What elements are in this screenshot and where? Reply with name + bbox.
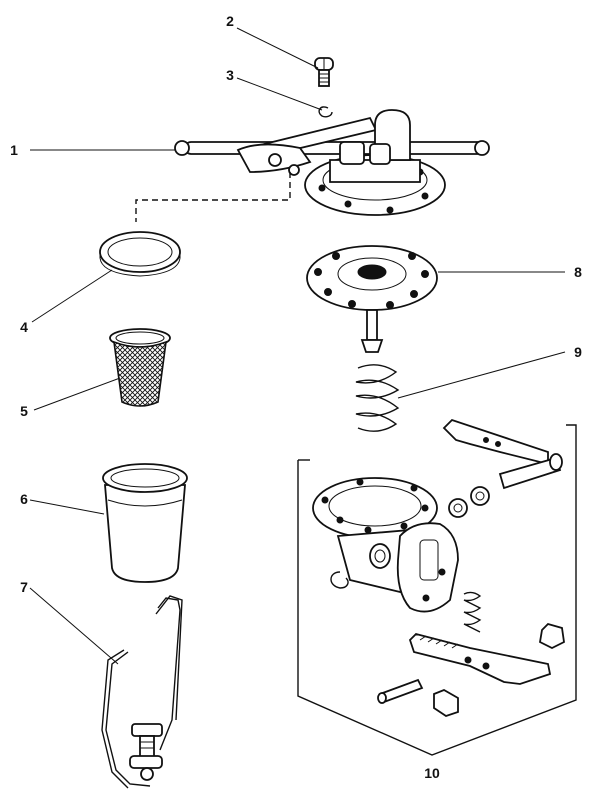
leader-2: [236, 27, 319, 69]
leader-7: [29, 587, 119, 665]
callout-2: 2: [226, 13, 234, 29]
callout-9: 9: [574, 344, 582, 360]
callout-3: 3: [226, 67, 234, 83]
assembly-bracket: [297, 424, 577, 756]
part-clip: [318, 106, 333, 118]
part-filter-screen: [109, 328, 171, 407]
leader-lines: [29, 27, 566, 665]
leader-3: [236, 77, 323, 111]
part-seal-ring: [99, 231, 181, 277]
part-pump-body: [312, 418, 565, 717]
leader-5: [33, 377, 121, 411]
callout-labels: 1 2 3 4 5 6 7 8 9 10: [10, 13, 582, 781]
leader-6: [29, 499, 105, 515]
callout-6: 6: [20, 491, 28, 507]
part-glass-bowl: [102, 463, 188, 583]
part-diaphragm: [306, 245, 438, 353]
leader-4: [31, 269, 113, 323]
callout-10: 10: [424, 765, 440, 781]
callout-8: 8: [574, 264, 582, 280]
callout-1: 1: [10, 142, 18, 158]
callout-4: 4: [20, 319, 28, 335]
part-top-cover: [174, 109, 490, 216]
dashed-connection: [135, 172, 291, 222]
part-screw: [314, 57, 334, 87]
callout-7: 7: [20, 579, 28, 595]
part-spring: [355, 364, 400, 432]
part-wire-bail: [101, 595, 183, 789]
leader-9: [397, 351, 566, 399]
callout-5: 5: [20, 403, 28, 419]
